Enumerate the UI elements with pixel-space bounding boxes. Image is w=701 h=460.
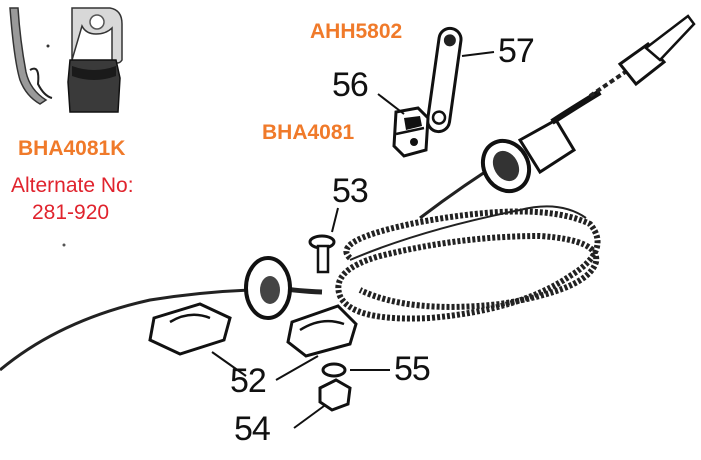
part-number-upper-link: AHH5802 [310, 20, 403, 43]
callout-53: 53 [332, 172, 369, 210]
callout-52: 52 [230, 362, 267, 400]
link-plate-part-57 [426, 26, 463, 134]
part-number-clip-kit: BHA4081K [18, 137, 126, 160]
callout-56: 56 [332, 66, 369, 104]
part-number-clip: BHA4081 [262, 121, 355, 144]
screw-part-53 [308, 234, 336, 274]
washer-part-55 [321, 362, 347, 378]
callout-57: 57 [498, 32, 535, 70]
nut-part-54 [318, 378, 352, 412]
callout-55: 55 [394, 350, 431, 388]
grommet [244, 256, 292, 320]
alternate-number: 281-920 [32, 201, 110, 224]
callout-54: 54 [234, 410, 271, 448]
alternate-label: Alternate No: [11, 174, 134, 197]
cable-clip-pair-icon [148, 302, 358, 358]
clip-part-56 [392, 106, 430, 158]
cable-ferrule [480, 14, 696, 194]
clip-photo-inset-icon [9, 7, 123, 113]
